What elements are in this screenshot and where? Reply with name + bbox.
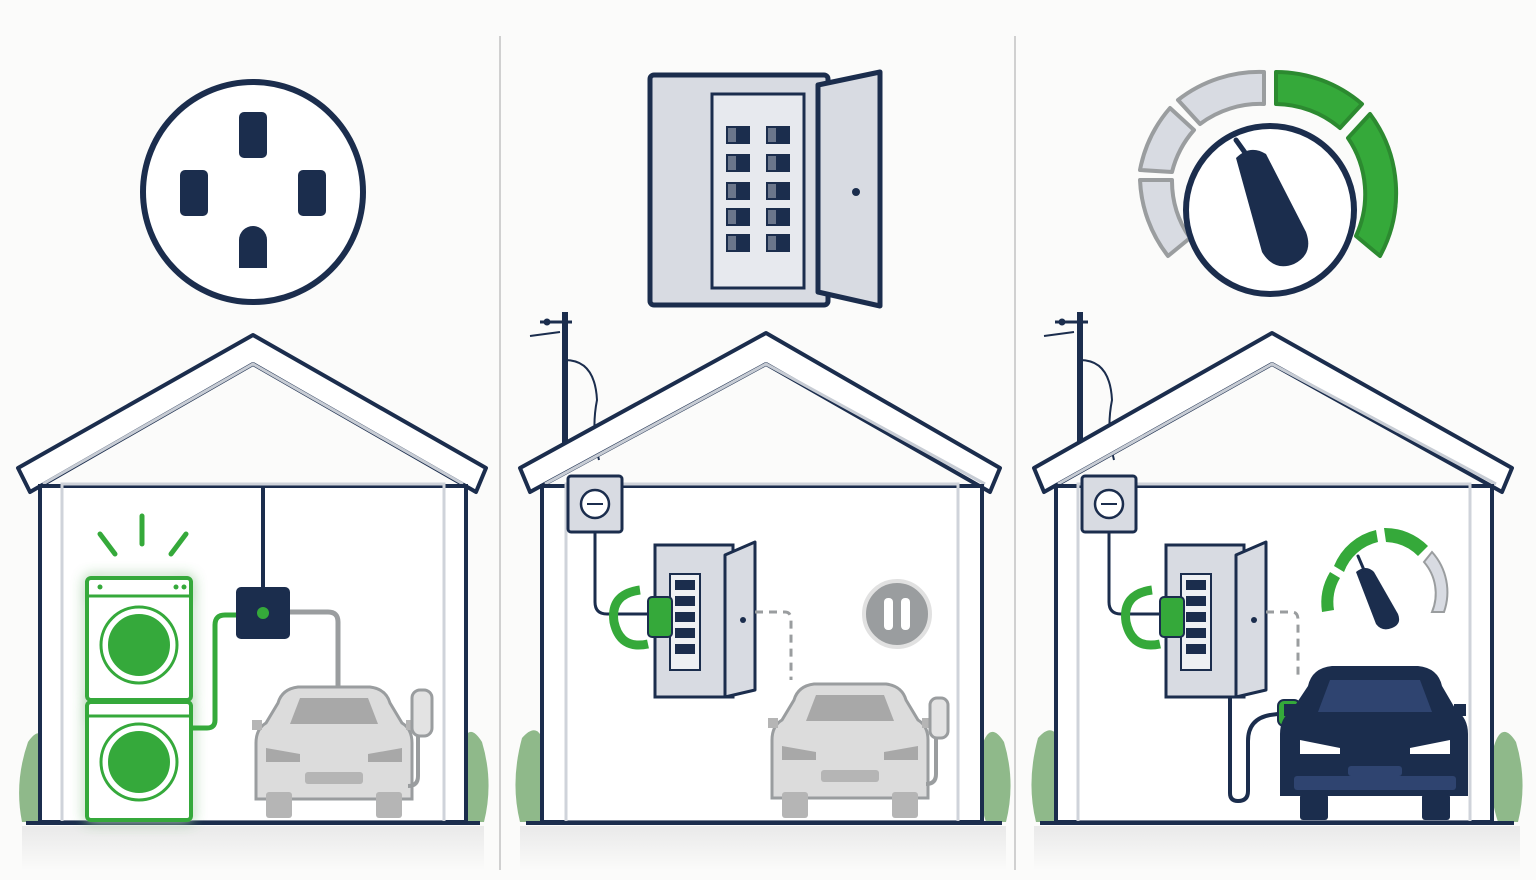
electric-meter (566, 474, 624, 534)
charging-ev-navy (1280, 666, 1468, 820)
panel-load-management (1031, 69, 1523, 870)
current-clamp-sensor (1121, 585, 1185, 650)
power-gauge-icon (1138, 69, 1399, 297)
house-outline (518, 331, 1002, 825)
bush (978, 731, 1011, 822)
charge-cable (1228, 697, 1295, 804)
pause-icon (862, 579, 932, 649)
parked-ev-gray (252, 685, 416, 818)
wall-charger (925, 696, 950, 786)
floor-shadow (1034, 826, 1520, 870)
small-gauge-icon (1321, 527, 1449, 630)
wall-charger (407, 688, 434, 788)
wall-junction-box (236, 587, 290, 639)
parked-ev-gray (768, 682, 932, 818)
current-clamp-sensor (609, 585, 673, 650)
bush (1490, 731, 1523, 822)
breaker-panel-open-icon (647, 69, 883, 309)
electric-meter (1080, 474, 1138, 534)
panel-breaker (515, 69, 1011, 870)
floor-shadow (22, 826, 484, 870)
four-prong-outlet-icon (140, 79, 366, 305)
stacked-washer-dryer (85, 576, 193, 822)
bush (515, 730, 548, 822)
active-glow-lines-icon (97, 513, 189, 557)
panel-shared-circuit (16, 79, 489, 870)
floor-shadow (520, 826, 1006, 870)
